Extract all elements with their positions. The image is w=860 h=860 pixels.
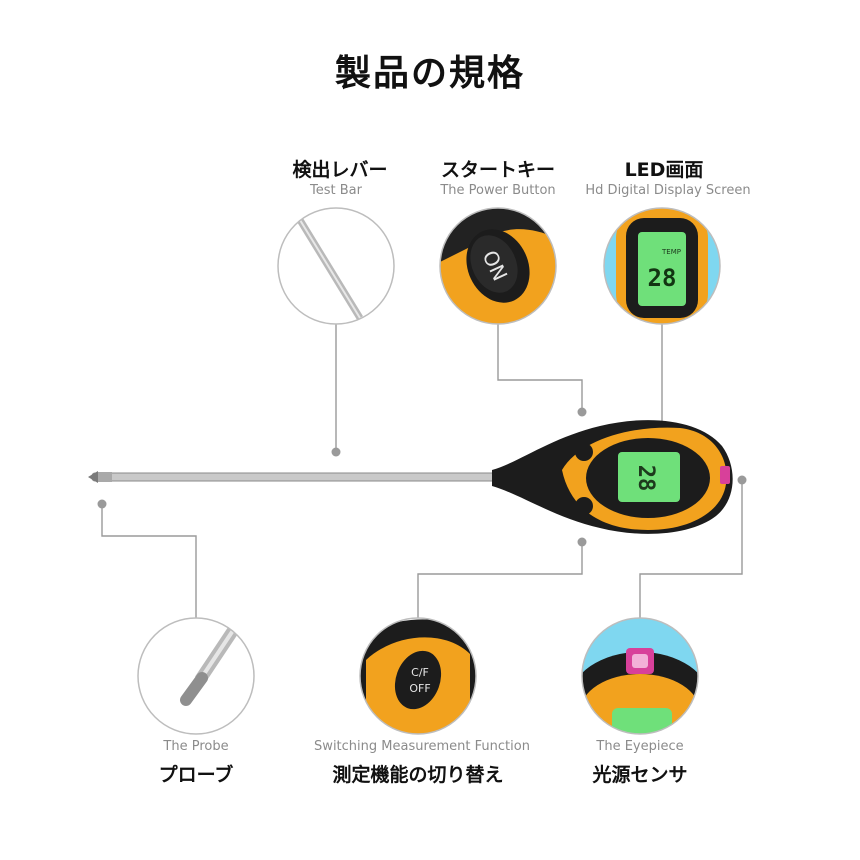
switch-zoom: C/F OFF <box>359 617 477 735</box>
probe-label-jp: プローブ <box>158 764 234 786</box>
device-readout: 28 <box>633 465 658 492</box>
device-cf-button <box>575 497 593 515</box>
probe-tip <box>88 471 98 483</box>
power-button-zoom: ON <box>439 207 557 325</box>
eyepiece-label-en: The Eyepiece <box>596 739 684 754</box>
zoom-off-text: OFF <box>409 682 430 695</box>
switch-label-jp: 測定機能の切り替え <box>332 764 504 786</box>
page-title: 製品の規格 <box>334 53 525 94</box>
zoom-lcd-readout: 28 <box>648 264 677 292</box>
probe-rod <box>91 472 503 482</box>
probe-zoom <box>137 617 255 735</box>
test-bar-label-en: Test Bar <box>310 183 362 198</box>
zoom-cf-text: C/F <box>411 666 429 679</box>
lcd-label-jp: LED画面 <box>624 159 704 181</box>
test-bar-zoom <box>277 207 395 325</box>
lcd-zoom: TEMP 28 <box>603 207 721 325</box>
zoom-lcd-unit: TEMP <box>661 248 681 256</box>
lcd-label-en: Hd Digital Display Screen <box>585 183 751 198</box>
probe-label-en: The Probe <box>163 739 229 754</box>
eyepiece-label-jp: 光源センサ <box>592 764 688 786</box>
eyepiece-zoom <box>581 617 699 735</box>
test-bar-label-jp: 検出レバー <box>292 159 388 181</box>
power-button-label-en: The Power Button <box>440 183 556 198</box>
device-eyepiece <box>720 466 730 484</box>
callout-lines <box>101 324 743 618</box>
device: 28 <box>88 420 733 534</box>
switch-label-en: Switching Measurement Function <box>314 739 530 754</box>
device-lcd <box>618 452 680 502</box>
device-on-button <box>575 443 593 461</box>
power-button-label-jp: スタートキー <box>440 159 556 181</box>
